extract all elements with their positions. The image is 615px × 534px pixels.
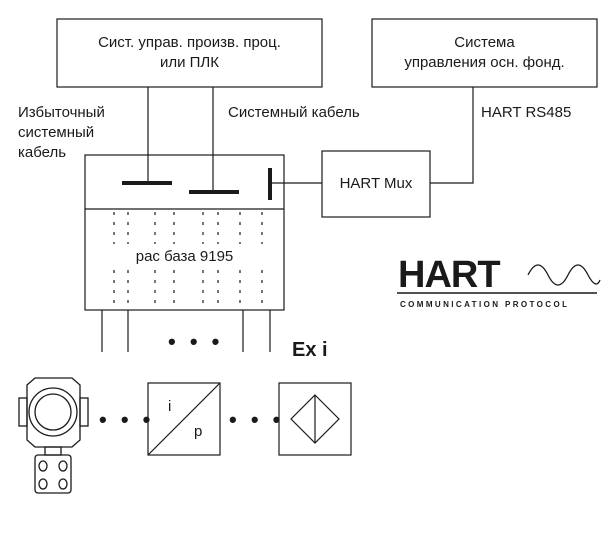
system-cable-label: Системный кабель: [228, 104, 360, 121]
dcs-box[interactable]: [56, 18, 323, 88]
hart-logo-word: HART: [398, 254, 501, 296]
connector-bar-2: [189, 190, 239, 194]
redundant-cable-label: Избыточный системный кабель: [18, 103, 105, 163]
redundant-line3: кабель: [18, 144, 67, 161]
ip-converter-bottom-label: p: [194, 423, 203, 440]
hart-mux-box[interactable]: [321, 150, 431, 218]
dcs-box-label: Сист. управ. произв. проц. или ПЛК: [57, 33, 322, 73]
dcs-label-line1: Сист. управ. произв. проц.: [98, 34, 281, 51]
ellipsis-right: • • •: [229, 407, 285, 432]
ex-i-label: Ex i: [292, 339, 328, 361]
ip-converter-top-label: i: [168, 398, 172, 415]
ellipsis-left: • • •: [99, 407, 155, 432]
hart-logo-wave: [527, 264, 601, 286]
termination-board-label: рас база 9195: [135, 248, 234, 265]
termination-board[interactable]: [84, 154, 285, 311]
asset-label-line2: управления осн. фонд.: [404, 54, 565, 71]
ellipsis-top: • • •: [168, 329, 224, 354]
ip-converter[interactable]: [147, 382, 221, 456]
dcs-label-line2: или ПЛК: [159, 54, 220, 71]
redundant-line1: Избыточный: [18, 104, 105, 121]
connector-bar-3: [268, 168, 272, 200]
isolator-device[interactable]: [278, 382, 352, 456]
asset-management-box[interactable]: [371, 18, 598, 88]
rs485-label: HART RS485: [481, 104, 572, 121]
rs485-line: [430, 87, 474, 184]
hart-mux-label: HART Mux: [339, 175, 413, 192]
redundant-line2: системный: [18, 124, 95, 141]
asset-box-label: Система управления осн. фонд.: [372, 33, 597, 73]
asset-label-line1: Система: [454, 34, 515, 51]
connector-bar-1: [122, 181, 172, 185]
hart-logo-tagline: COMMUNICATION PROTOCOL: [400, 300, 570, 309]
pressure-transmitter-icon[interactable]: [18, 377, 89, 494]
ip-converter-diagonal: [147, 382, 221, 456]
